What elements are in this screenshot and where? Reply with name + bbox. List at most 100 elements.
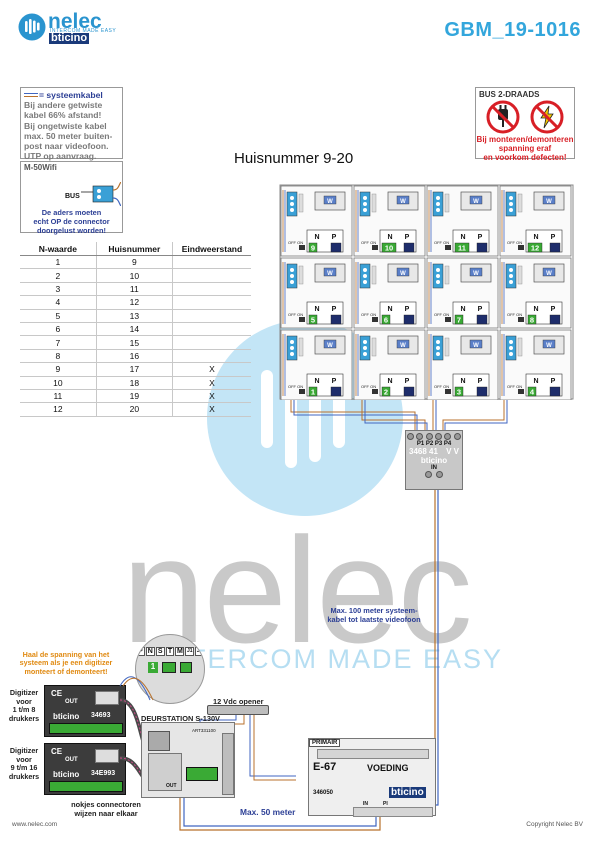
digitizer-brand: bticino [53, 712, 80, 721]
digitizer-connector [95, 749, 119, 763]
p-switch [403, 242, 415, 253]
footer-website: www.nelec.com [12, 821, 58, 828]
np-p-label: P [478, 378, 483, 385]
screen-badge-letter: W [327, 343, 333, 349]
table-cell: 1 [20, 255, 97, 270]
screen-badge-letter: W [400, 199, 406, 205]
table-cell [172, 335, 251, 350]
off-on-switch [445, 317, 451, 322]
off-on-switch [299, 245, 305, 250]
p-switch [476, 242, 488, 253]
table-cell [172, 295, 251, 310]
screen-badge-letter: W [473, 199, 479, 205]
bus-warning-box: BUS 2-DRAADS Bij monteren/demonteren spa… [475, 87, 575, 162]
terminal-label-strip [444, 265, 450, 285]
n-value-text: 12 [531, 244, 539, 253]
terminal-screw [363, 196, 367, 200]
p-switch [330, 386, 342, 397]
terminal-screw [363, 352, 367, 356]
n-value-badge [527, 314, 537, 325]
off-on-label: OFF ON [288, 312, 303, 317]
screen-badge-letter: W [546, 271, 552, 277]
off-on-switch [372, 389, 378, 394]
p-switch [476, 314, 488, 325]
table-cell: 16 [96, 349, 173, 364]
logo-name: nelec [48, 10, 102, 33]
digitizer-label-line: 1 t/m 8 [12, 705, 36, 715]
table-header: Eindweerstand [172, 242, 251, 256]
np-p-label: P [478, 234, 483, 241]
off-on-switch [372, 245, 378, 250]
terminal-screw [509, 268, 513, 272]
connector-pin-label: T [165, 647, 175, 656]
p-switch [476, 386, 488, 397]
terminal-label-strip [298, 265, 304, 285]
power-model: E-67 [313, 761, 337, 773]
cable-legend-icon [24, 93, 38, 98]
table-cell: 12 [20, 402, 97, 417]
screen-badge-letter: W [400, 343, 406, 349]
no-plug-icon [486, 100, 520, 134]
door-station-title: DEURSTATION S-130V [141, 714, 220, 723]
terminal-screw [290, 268, 294, 272]
terminal-label-strip [444, 337, 450, 357]
power-top-terminals [317, 749, 429, 759]
off-on-switch [518, 389, 524, 394]
off-on-label: OFF ON [361, 384, 376, 389]
digitizer-out-label: OUT [65, 757, 78, 763]
connector-switch [180, 662, 193, 673]
np-n-label: N [533, 234, 538, 241]
terminal-screw [436, 208, 440, 212]
screen-badge-letter: W [327, 271, 333, 277]
connector-detail-circle: P N S T M J1 J2 1 [135, 634, 205, 704]
distributor-ports: P1 P2 P3 P4 [416, 441, 452, 447]
screen-badge [469, 267, 483, 277]
system-cable-note: = systeemkabel Bij andere getwiste kabel… [20, 87, 123, 161]
digitizer-label-line: drukkers [8, 771, 40, 781]
max-100-note: kabel tot laatste videofoon [327, 615, 421, 624]
table-cell [172, 268, 251, 283]
terminal-screw [363, 202, 367, 206]
terminal-screw [436, 196, 440, 200]
m50-note-line: De aders moeten [41, 208, 102, 217]
np-n-label: N [387, 378, 392, 385]
screen-badge-letter: W [400, 271, 406, 277]
door-station: ART331100 OUT [141, 722, 235, 798]
digitizer-warning-line: systeem als je een digitizer [19, 658, 113, 668]
n-value-badge [308, 386, 318, 397]
digitizer-label-line: voor [16, 754, 32, 764]
table-cell: 11 [20, 389, 97, 404]
bus-warning-title: BUS 2-DRAADS [479, 90, 540, 99]
off-on-label: OFF ON [507, 312, 522, 317]
distributor-model: 3468 41 [409, 447, 438, 456]
opener-label: 12 Vdc opener [213, 697, 264, 706]
terminal-screw [509, 202, 513, 206]
terminal-label-strip [371, 337, 377, 357]
terminal-screw [509, 352, 513, 356]
terminal-screw [436, 274, 440, 278]
table-cell: 15 [96, 335, 173, 350]
screen-badge-letter: W [546, 199, 552, 205]
np-p-label: P [332, 378, 337, 385]
n-value-badge [381, 314, 391, 325]
off-on-switch [372, 317, 378, 322]
bus-warning-line: Bij monteren/demonteren [476, 135, 574, 144]
np-n-label: N [460, 378, 465, 385]
off-on-label: OFF ON [288, 384, 303, 389]
np-p-label: P [405, 234, 410, 241]
power-brand: bticino [389, 787, 426, 798]
table-cell: 20 [96, 402, 173, 417]
digitizer-label-line: Digitizer [9, 746, 39, 755]
door-station-camera [148, 731, 170, 751]
table-cell: 6 [20, 322, 97, 337]
table-cell: 2 [20, 268, 97, 283]
power-primair: PRIMAIR [309, 739, 341, 747]
table-cell: X [172, 389, 251, 404]
off-on-label: OFF ON [507, 384, 522, 389]
n-value-badge [381, 242, 397, 253]
n-value-text: 6 [384, 316, 388, 325]
table-cell: X [172, 362, 251, 377]
